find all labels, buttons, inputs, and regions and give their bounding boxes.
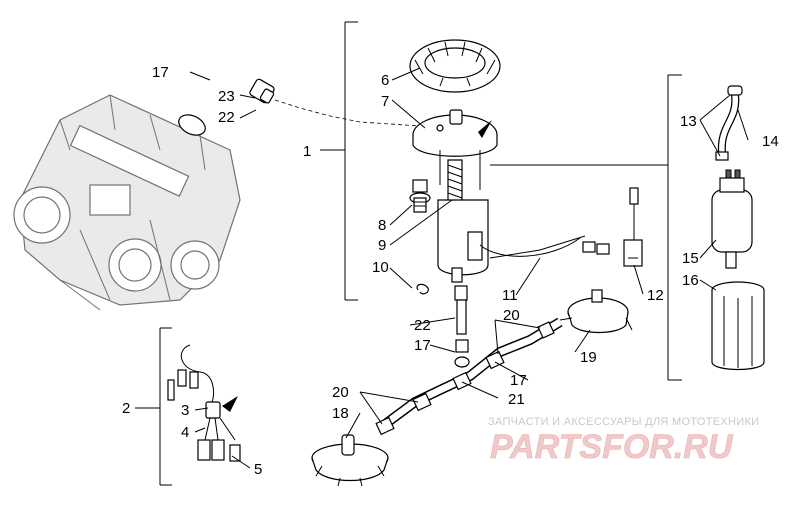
- callout-3: 3: [181, 402, 189, 419]
- connector-12: [623, 187, 643, 267]
- cap-18: [311, 434, 389, 487]
- callout-10: 10: [372, 259, 389, 276]
- callout-21: 21: [508, 391, 525, 408]
- pump-flange-7: [412, 109, 498, 157]
- clip-10: [416, 283, 429, 295]
- leader-lines: [189, 67, 749, 469]
- callout-14: 14: [762, 133, 779, 150]
- callout-12: 12: [647, 287, 664, 304]
- hose-20-21: [375, 317, 563, 436]
- callout-16: 16: [682, 272, 699, 289]
- watermark-tagline: ЗАПЧАСТИ И АКСЕССУАРЫ ДЛЯ МОТОТЕХНИКИ: [488, 416, 759, 428]
- callout-2: 2: [122, 400, 130, 417]
- harness-assembly-2: [167, 344, 241, 462]
- fitting-22-lower: [454, 285, 468, 335]
- wire-harness-11: [489, 235, 610, 259]
- callout-17-right: 17: [510, 372, 527, 389]
- callout-18: 18: [332, 405, 349, 422]
- callout-9: 9: [378, 237, 386, 254]
- callout-labels: 1 2 3 4 5 6 7 8 9 10 11 12 13 14 15 16 1…: [122, 64, 779, 478]
- pump-15: [711, 169, 753, 269]
- watermark: ЗАПЧАСТИ И АКСЕССУАРЫ ДЛЯ МОТОТЕХНИКИ PA…: [488, 416, 759, 466]
- callout-5: 5: [254, 461, 262, 478]
- callout-4: 4: [181, 424, 189, 441]
- hose-connector-17-lower: [454, 339, 470, 368]
- callout-1: 1: [303, 143, 311, 160]
- filter-sleeve-16: [711, 281, 765, 371]
- fuel-hose-17-top: [109, 34, 421, 136]
- callout-8: 8: [378, 217, 386, 234]
- callout-17-middle: 17: [414, 337, 431, 354]
- fitting-8: [409, 179, 431, 213]
- cap-19: [559, 289, 633, 334]
- callout-19: 19: [580, 349, 597, 366]
- pump-body-9: [437, 150, 581, 283]
- callout-11: 11: [502, 287, 518, 304]
- callout-13: 13: [680, 113, 697, 130]
- callout-6: 6: [381, 72, 389, 89]
- callout-23: 23: [218, 88, 235, 105]
- hose-13: [715, 85, 743, 161]
- callout-22-top: 22: [218, 109, 235, 126]
- callout-20-left: 20: [332, 384, 349, 401]
- callout-15: 15: [682, 250, 699, 267]
- callout-17-top: 17: [152, 64, 169, 81]
- watermark-logo: PARTSFOR.RU: [490, 428, 734, 466]
- callout-7: 7: [381, 93, 389, 110]
- callout-20-right: 20: [503, 307, 520, 324]
- callout-22-lower: 22: [414, 317, 431, 334]
- engine-throttle-body-illustration: [13, 94, 241, 311]
- retaining-ring-6: [409, 39, 501, 93]
